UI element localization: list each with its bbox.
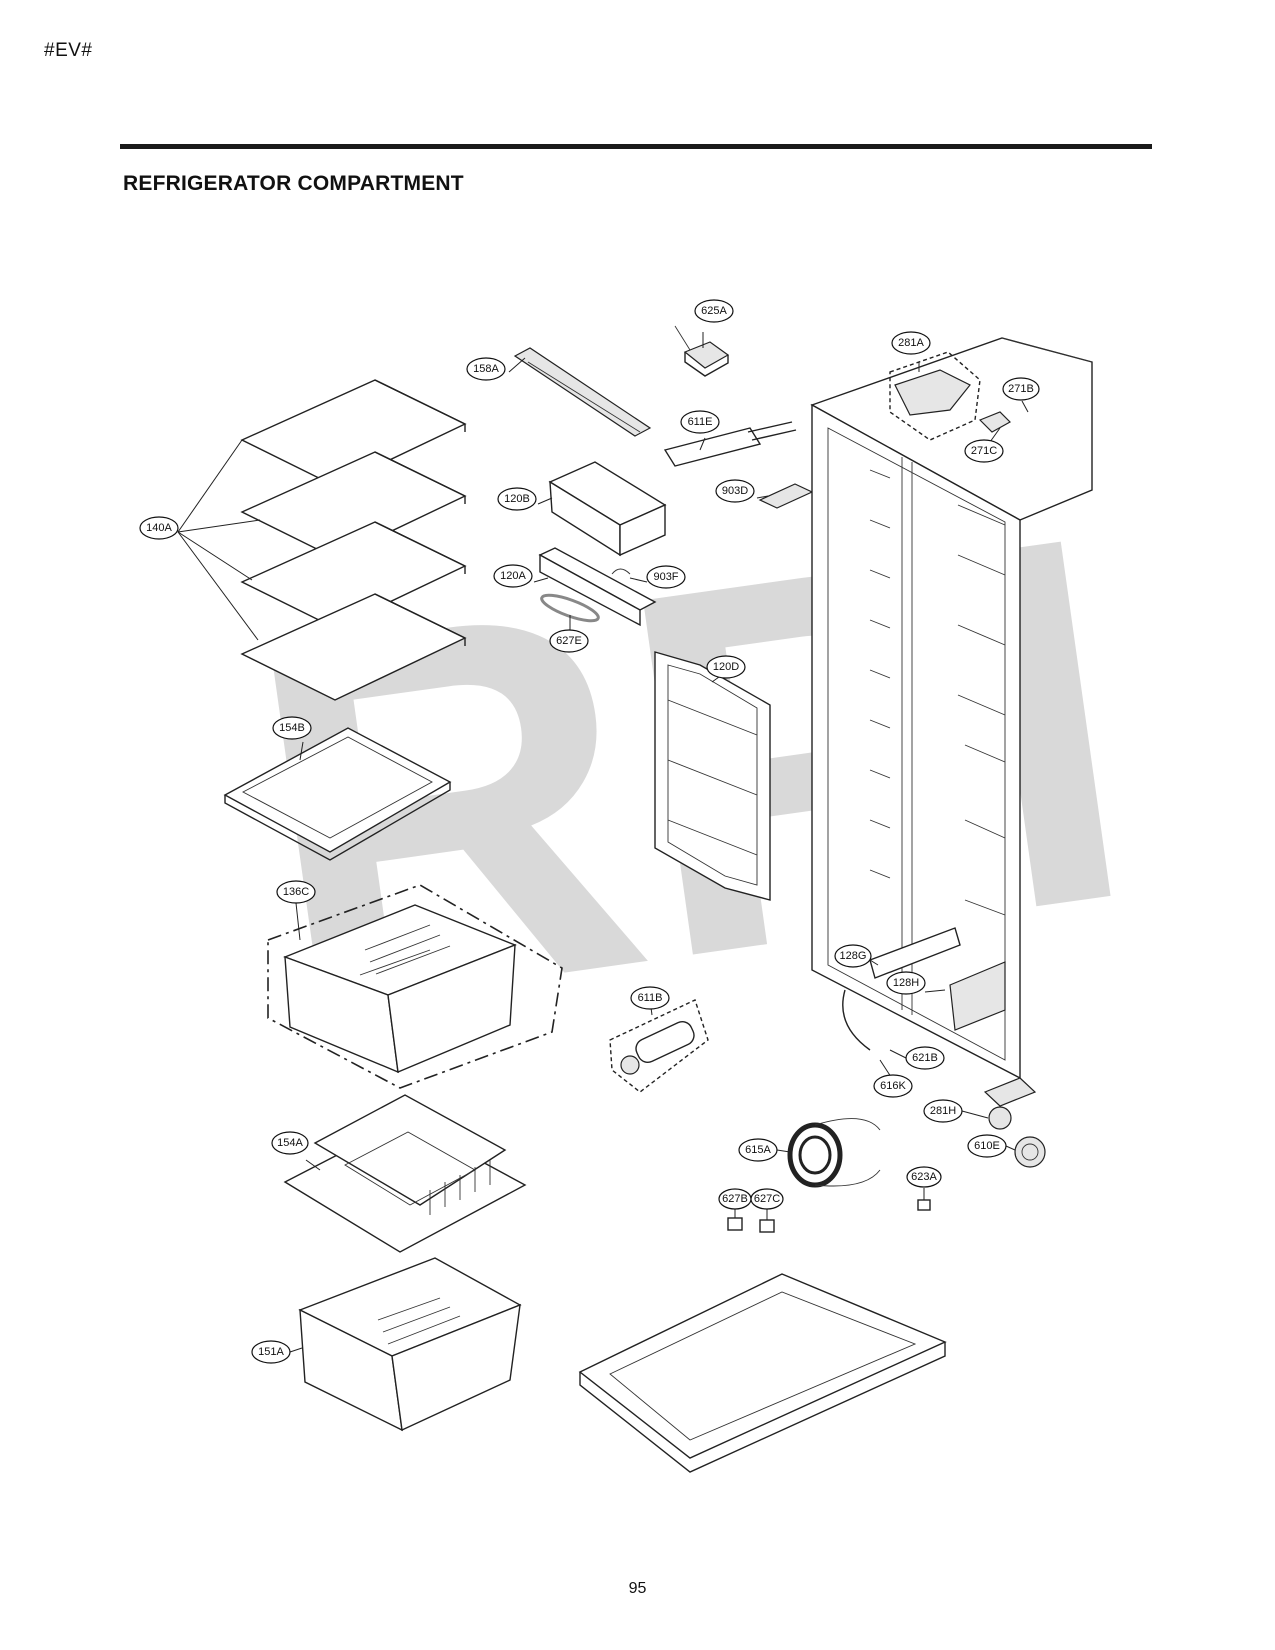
callout-label: 903D	[722, 485, 748, 497]
callout-128H: 128H	[886, 971, 926, 995]
section-title: REFRIGERATOR COMPARTMENT	[123, 172, 464, 195]
callout-label: 151A	[258, 1346, 284, 1358]
callout-611E: 611E	[680, 410, 720, 434]
callout-label: 611E	[688, 416, 713, 428]
callout-627B: 627B	[718, 1188, 752, 1210]
callout-label: 625A	[701, 305, 727, 317]
callout-610E: 610E	[967, 1134, 1007, 1158]
callout-271B: 271B	[1002, 377, 1040, 401]
callout-140A: 140A	[139, 516, 179, 540]
header-rule	[120, 144, 1152, 149]
callout-903D: 903D	[715, 479, 755, 503]
tubing-coil	[787, 1118, 881, 1188]
callout-903F: 903F	[646, 565, 686, 589]
callout-154A: 154A	[271, 1131, 309, 1155]
gasket-627E	[540, 593, 600, 623]
callout-label: 136C	[283, 886, 309, 898]
callout-627E: 627E	[549, 629, 589, 653]
callout-label: 271C	[971, 445, 997, 457]
callout-label: 627B	[722, 1193, 748, 1205]
callout-151A: 151A	[251, 1340, 291, 1364]
control-cover	[538, 547, 657, 627]
callout-621B: 621B	[905, 1046, 945, 1070]
callout-616K: 616K	[873, 1074, 913, 1098]
control-box	[548, 461, 667, 557]
callout-623A: 623A	[906, 1166, 942, 1188]
callout-label: 621B	[912, 1052, 938, 1064]
callout-label: 903F	[653, 571, 678, 583]
callout-136C: 136C	[276, 880, 316, 904]
callout-label: 140A	[146, 522, 172, 534]
callout-627C: 627C	[750, 1188, 784, 1210]
callout-label: 623A	[911, 1171, 937, 1183]
crisper-cover	[283, 1094, 527, 1253]
page-number: 95	[628, 1580, 647, 1597]
callout-label: 610E	[974, 1140, 1000, 1152]
callout-label: 120B	[504, 493, 530, 505]
shelf-frame	[223, 727, 452, 861]
callout-label: 154B	[279, 722, 305, 734]
callout-label: 281A	[898, 337, 924, 349]
corner-code: #EV#	[44, 40, 93, 61]
water-filter	[609, 999, 709, 1093]
callout-120D: 120D	[706, 655, 746, 679]
callout-label: 616K	[880, 1080, 906, 1092]
refrigerator-cabinet	[810, 337, 1093, 1080]
callout-120B: 120B	[497, 487, 537, 511]
lamp-socket	[663, 421, 797, 467]
callout-label: 128G	[840, 950, 867, 962]
small-fittings	[727, 1077, 1046, 1233]
door-panel	[654, 651, 771, 901]
callout-label: 158A	[473, 363, 499, 375]
bottom-tray	[578, 1273, 947, 1473]
callout-label: 627C	[754, 1193, 780, 1205]
callout-158A: 158A	[466, 357, 506, 381]
callout-label: 120D	[713, 661, 739, 673]
callout-label: 120A	[500, 570, 526, 582]
glass-shelves	[177, 379, 467, 701]
callout-120A: 120A	[493, 564, 533, 588]
callout-281A: 281A	[891, 331, 931, 355]
callout-154B: 154B	[272, 716, 312, 740]
lamp-cover	[513, 347, 652, 437]
callout-label: 281H	[930, 1105, 956, 1117]
callout-label: 627E	[556, 635, 582, 647]
callout-label: 128H	[893, 977, 919, 989]
callout-611B: 611B	[630, 986, 670, 1010]
callout-label: 271B	[1008, 383, 1034, 395]
callout-label: 611B	[638, 992, 663, 1004]
bracket-625A	[674, 325, 730, 377]
callout-label: 615A	[745, 1144, 771, 1156]
callout-281H: 281H	[923, 1099, 963, 1123]
callout-128G: 128G	[834, 944, 872, 968]
callout-271C: 271C	[964, 439, 1004, 463]
crisper-drawer-lower	[298, 1257, 522, 1432]
crisper-drawer-upper	[267, 884, 563, 1089]
callout-625A: 625A	[694, 299, 734, 323]
callout-label: 154A	[277, 1137, 303, 1149]
callout-615A: 615A	[738, 1138, 778, 1162]
